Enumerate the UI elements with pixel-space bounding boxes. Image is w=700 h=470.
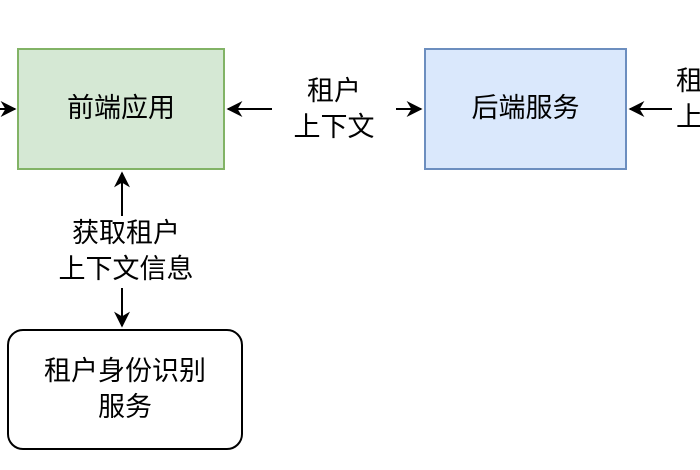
tenant-identity-service-line-1: 租户身份识别 (44, 355, 206, 387)
tenant-context-line-1: 租户 (307, 76, 361, 107)
tenant-identity-service-label: 租户身份识别 服务 (44, 354, 206, 426)
cutoff-edge-label: 租 上 (676, 64, 700, 136)
cutoff-edge-line-2: 上 (676, 102, 700, 133)
get-tenant-context-line-1: 获取租户 (72, 218, 180, 249)
get-tenant-context-line-2: 上下文信息 (58, 254, 194, 285)
tenant-context-line-2: 上下文 (293, 112, 375, 143)
tenant-context-edge-label: 租户 上下文 (272, 74, 396, 146)
cutoff-edge-line-1: 租 (676, 66, 700, 97)
frontend-app-label: 前端应用 (67, 93, 175, 124)
backend-service-label: 后端服务 (471, 93, 580, 124)
get-tenant-context-edge-label: 获取租户 上下文信息 (38, 216, 214, 288)
tenant-identity-service-node: 租户身份识别 服务 (7, 329, 243, 450)
tenant-identity-service-line-2: 服务 (98, 391, 152, 423)
frontend-app-node: 前端应用 (17, 48, 225, 170)
backend-service-node: 后端服务 (424, 48, 627, 170)
